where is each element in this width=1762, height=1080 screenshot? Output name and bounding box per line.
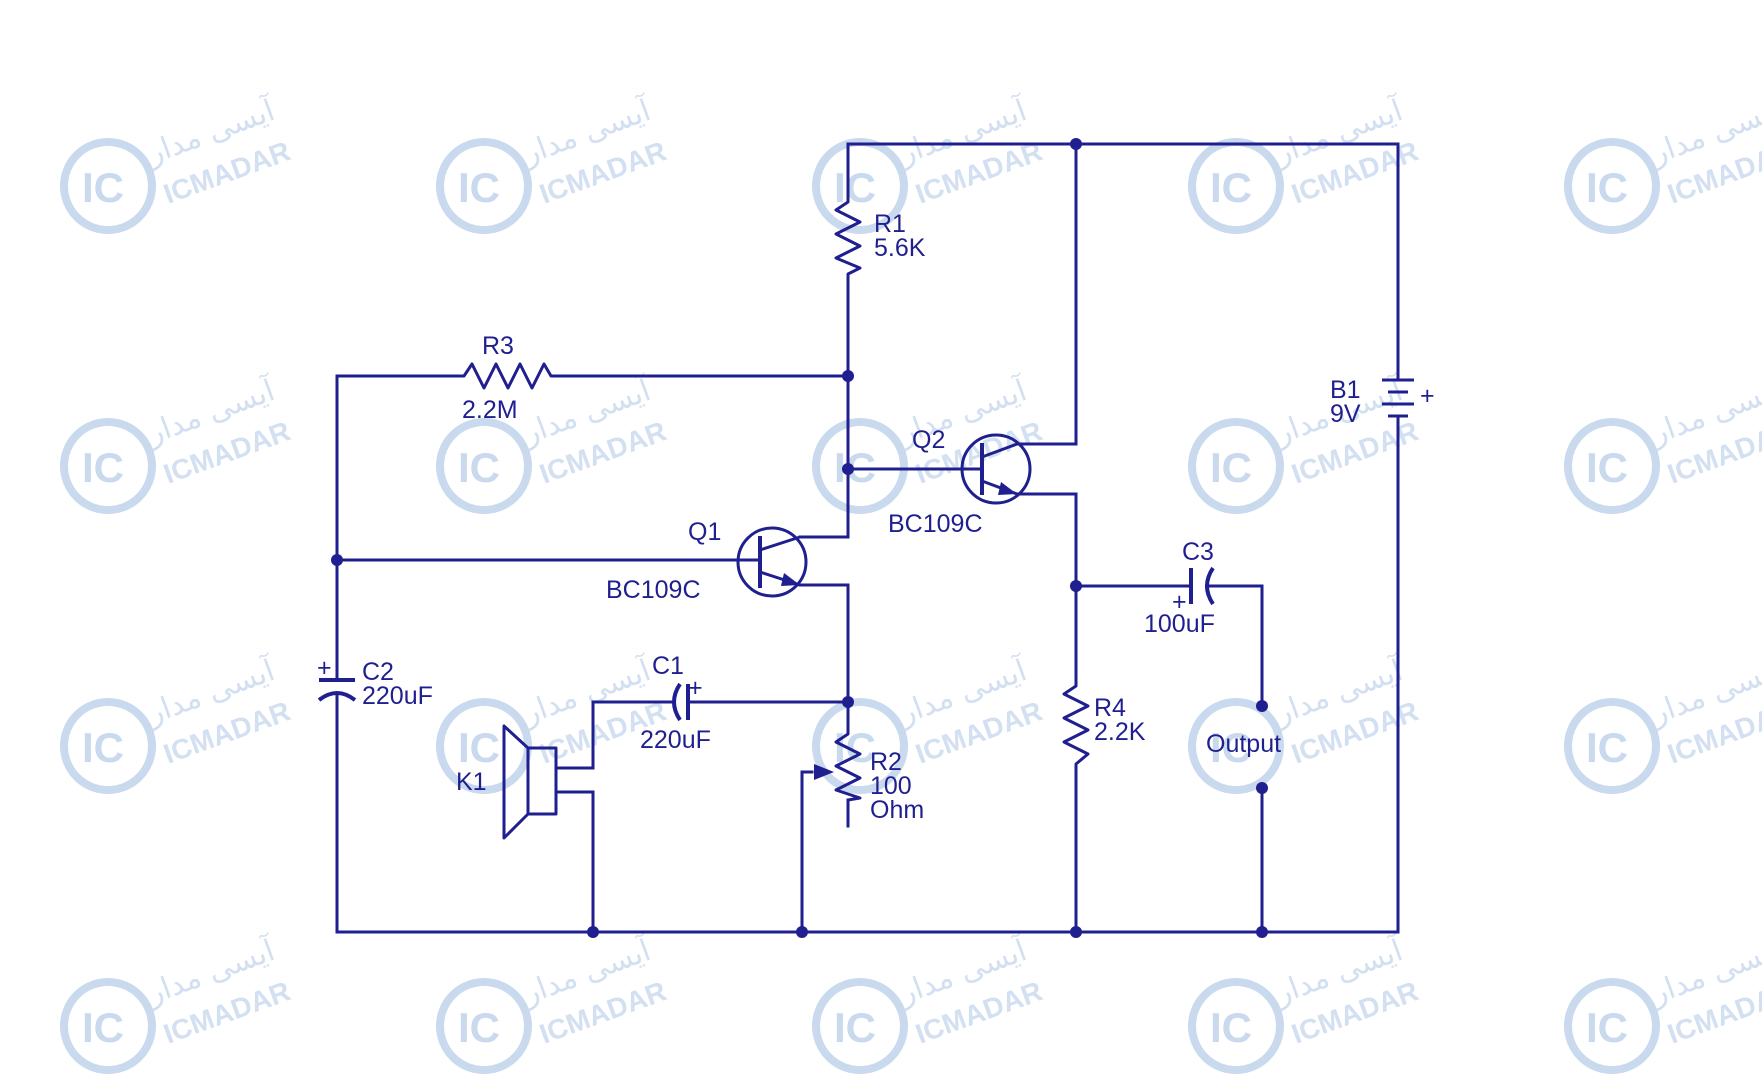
c2-ref: C2 [362,658,394,686]
c3-value: 100uF [1144,610,1215,638]
output-terminal-top [1256,700,1268,712]
junctions [331,138,1268,938]
junction-dot [331,554,343,566]
c1-polarity: + [688,674,703,702]
r4-ref: R4 [1094,694,1126,722]
resistor-r4: R4 2.2K [1062,678,1146,772]
junction-dot [796,926,808,938]
transistor-q2: Q2 BC109C [888,426,1032,538]
r2-value-line2: Ohm [870,796,924,824]
svg-text:IC: IC [1210,724,1252,771]
junction-dot [1070,138,1082,150]
capacitor-c2: + C2 220uF [317,654,433,710]
r4-value: 2.2K [1094,718,1146,746]
output-label: Output [1206,730,1281,758]
r3-ref: R3 [482,332,514,360]
junction-dot [1256,926,1268,938]
junction-dot [1070,580,1082,592]
c2-polarity: + [317,654,332,682]
c1-ref: C1 [652,652,684,680]
svg-text:IC: IC [1210,164,1252,211]
resistor-r3: R3 2.2M [455,332,557,424]
b1-value: 9V [1330,400,1361,428]
resistor-r1: R1 5.6K [834,193,926,280]
svg-text:IC: IC [458,164,500,211]
r2-value-line1: 100 [870,772,912,800]
svg-text:IC: IC [1210,1004,1252,1051]
svg-text:IC: IC [1210,444,1252,491]
q2-part: BC109C [888,510,983,538]
svg-text:IC: IC [458,1004,500,1051]
speaker-k1: K1 [456,724,558,840]
svg-text:IC: IC [82,444,124,491]
svg-text:IC: IC [834,1004,876,1051]
output-terminal-bottom [1256,782,1268,794]
svg-text:IC: IC [834,164,876,211]
capacitor-c3: + C3 100uF [1144,538,1215,638]
r1-ref: R1 [874,210,906,238]
svg-text:IC: IC [1586,1004,1628,1051]
wires [335,142,1400,934]
c1-value: 220uF [640,726,711,754]
junction-dot [842,370,854,382]
c2-value: 220uF [362,682,433,710]
q2-ref: Q2 [912,426,945,454]
c3-ref: C3 [1182,538,1214,566]
r1-value: 5.6K [874,234,926,262]
junction-dot [842,696,854,708]
c3-polarity: + [1172,588,1187,616]
junction-dot [842,463,854,475]
b1-ref: B1 [1330,376,1361,404]
transistor-q1: Q1 BC109C [606,518,808,604]
b1-polarity: + [1420,382,1435,410]
svg-text:IC: IC [82,164,124,211]
svg-text:IC: IC [1586,164,1628,211]
svg-text:IC: IC [1586,444,1628,491]
junction-dot [587,926,599,938]
q1-ref: Q1 [688,518,721,546]
svg-text:IC: IC [1586,724,1628,771]
junction-dot [1070,926,1082,938]
battery-b1: + B1 9V [1330,376,1435,428]
capacitor-c1: + C1 220uF [640,652,711,754]
k1-ref: K1 [456,768,487,796]
potentiometer-r2: R2 100 Ohm [814,728,924,824]
svg-text:IC: IC [458,724,500,771]
r3-value: 2.2M [462,396,518,424]
q1-part: BC109C [606,576,701,604]
svg-text:IC: IC [82,724,124,771]
svg-text:IC: IC [458,444,500,491]
svg-text:IC: IC [82,1004,124,1051]
r2-ref: R2 [870,748,902,776]
